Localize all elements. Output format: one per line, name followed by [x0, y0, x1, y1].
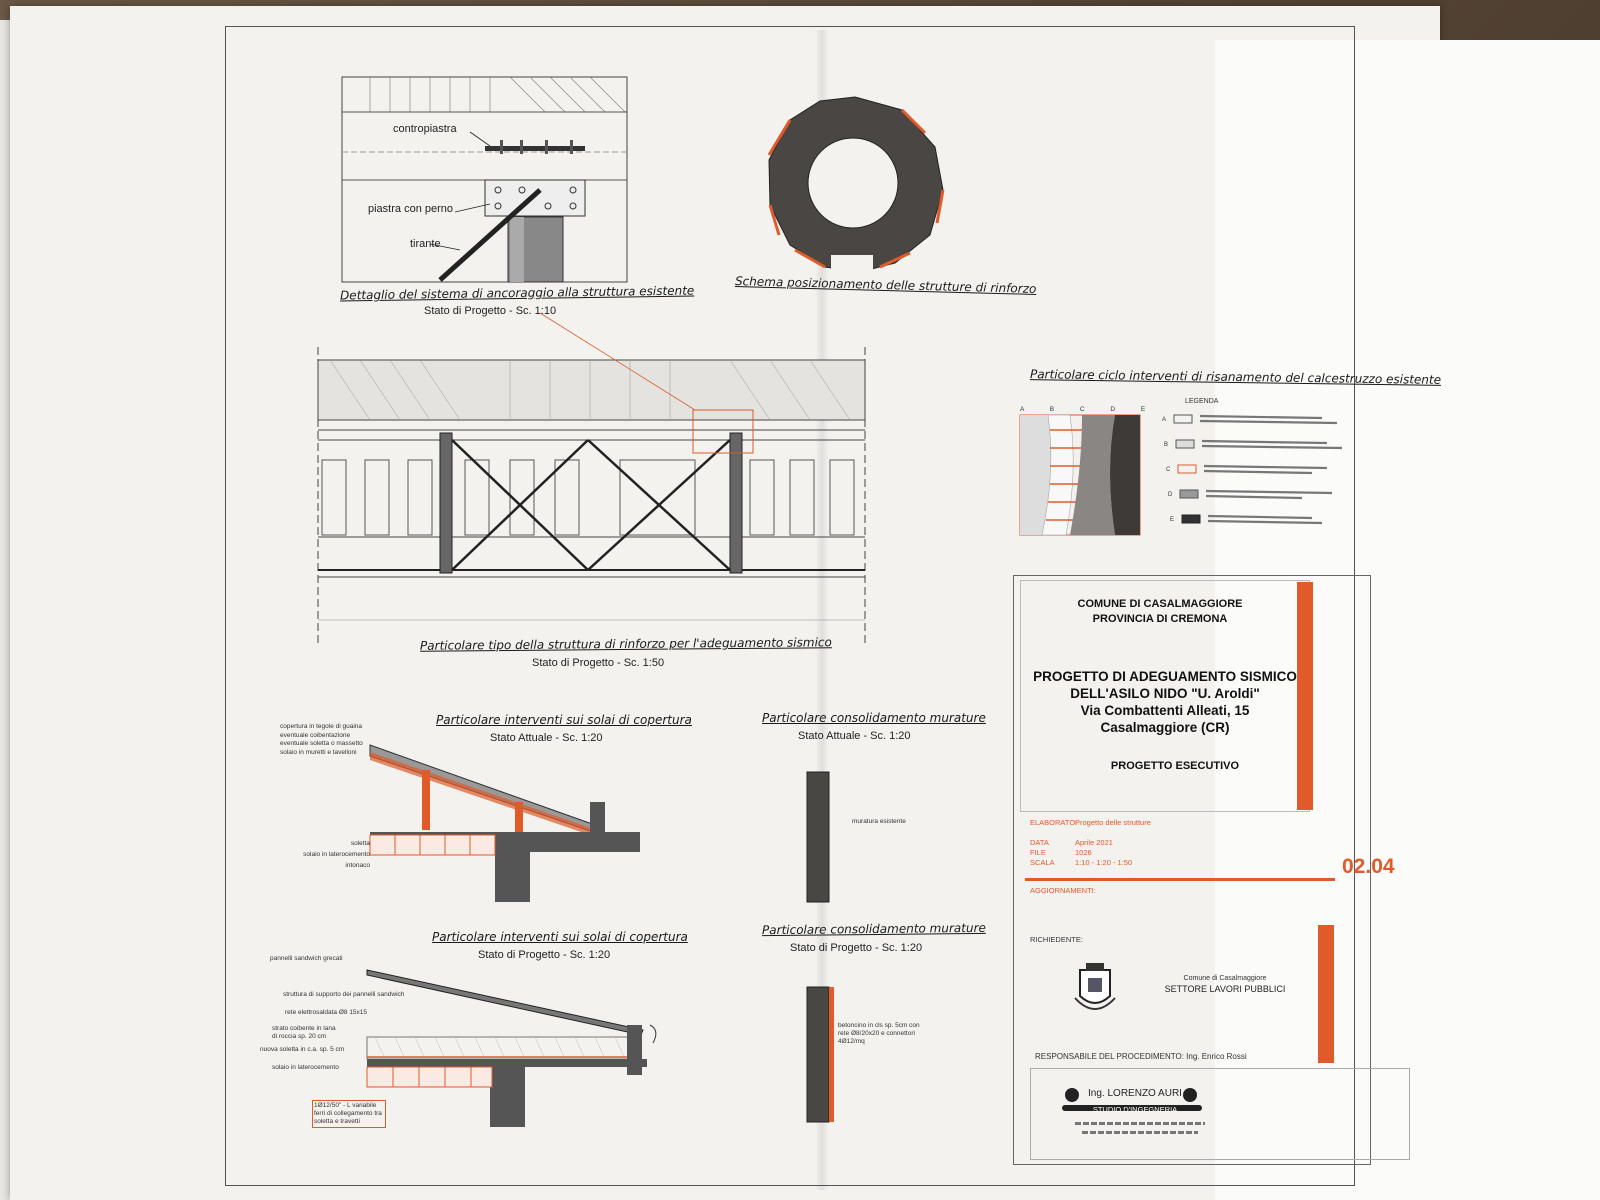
note-floor-tiles: solaio in muretti e tavelloni: [280, 748, 357, 756]
concrete-cycle-section: [1019, 414, 1141, 536]
label-counterplate: contropiastra: [393, 123, 457, 135]
svg-text:D: D: [1168, 492, 1173, 498]
office-line-1: Comune di Casalmaggiore: [1183, 975, 1267, 982]
drawing-sheet: [10, 6, 1440, 1200]
roof-current-section: [369, 744, 640, 902]
label-plate-with-pin: piastra con perno: [368, 203, 453, 215]
roof-current-notes-lower: soletta solaio in laterocemento intonaco: [300, 838, 370, 871]
reinforcement-elevation-drawing: [317, 312, 866, 645]
office-line-2: SETTORE LAVORI PUBBLICI: [1164, 984, 1286, 994]
sheet-number: 02.04: [1342, 855, 1395, 878]
note-sandwich-panels: pannelli sandwich grecati: [270, 955, 343, 962]
richiedente-label: RICHIEDENTE:: [1030, 935, 1083, 944]
responsabile-procedimento: RESPONSABILE DEL PROCEDIMENTO: Ing. Enri…: [1035, 1052, 1247, 1061]
note-panel-support: struttura di supporto dei pannelli sandw…: [283, 991, 405, 998]
data-label: DATA: [1030, 838, 1049, 847]
walls-project-section: [806, 986, 834, 1123]
svg-text:E: E: [1170, 517, 1174, 523]
note-laterocemento: solaio in laterocemento: [303, 851, 370, 858]
meta-values: Aprile 2021 1026 1:10 - 1:20 - 1:50: [1075, 838, 1132, 868]
note-connection-bars: 1Ø12/50" - L variabile ferri di collegam…: [312, 1100, 386, 1128]
roof-current-notes-upper: copertura in tegole di guaina eventuale …: [280, 723, 363, 757]
project-line-2: DELL'ASILO NIDO "U. Aroldi": [1070, 686, 1260, 701]
project-line-1: PROGETTO DI ADEGUAMENTO SISMICO: [1033, 669, 1297, 684]
aggiornamenti-label: AGGIORNAMENTI:: [1030, 886, 1096, 895]
walls-project-note: betoncino in cls sp. 5cm con rete Ø8/20x…: [838, 1022, 920, 1045]
note-rockwool: strato coibente in lana di roccia sp. 20…: [272, 1025, 336, 1040]
note-new-slab: nuova soletta in c.a. sp. 5 cm: [260, 1046, 345, 1053]
roof-project-scale: Stato di Progetto - Sc. 1:20: [478, 949, 611, 961]
drawing-frame: [225, 26, 1355, 1186]
elaborato-label: ELABORATO:: [1030, 818, 1078, 827]
studio-address-lines: [1075, 1122, 1205, 1125]
studio-contact-lines: [1082, 1131, 1198, 1134]
municipal-crest-icon: [1074, 963, 1116, 1010]
engineer-stamp-box: [1030, 1068, 1410, 1160]
concrete-legend-swatches: A B C D E: [1162, 414, 1343, 525]
walls-project-scale: Stato di Progetto - Sc. 1:20: [790, 942, 923, 954]
note-slab-screed: eventuale soletta o massetto: [280, 740, 363, 747]
province: PROVINCIA DI CREMONA: [1092, 613, 1228, 625]
project-title: PROGETTO DI ADEGUAMENTO SISMICO DELL'ASI…: [1020, 668, 1310, 736]
concrete-cycle-letters: A B C D E: [1020, 406, 1158, 413]
scala-value: 1:10 - 1:20 - 1:50: [1075, 858, 1133, 867]
orange-divider: [1025, 878, 1335, 881]
file-value: 1026: [1075, 848, 1092, 857]
walls-current-section: [806, 771, 830, 903]
orange-bar-top: [1297, 582, 1313, 810]
data-value: Aprile 2021: [1075, 838, 1113, 847]
roof-project-section: [366, 969, 657, 1127]
orange-bar-bottom: [1318, 925, 1334, 1063]
walls-project-title: Particolare consolidamento murature: [761, 920, 986, 938]
roof-current-scale: Stato Attuale - Sc. 1:20: [490, 732, 603, 744]
walls-current-scale: Stato Attuale - Sc. 1:20: [798, 730, 911, 742]
project-line-3: Via Combattenti Alleati, 15: [1080, 703, 1250, 718]
concrete-legend-title: LEGENDA: [1185, 398, 1219, 405]
anchorage-detail-scale: Stato di Progetto - Sc. 1:10: [424, 305, 557, 317]
anchorage-detail-drawing: [341, 76, 628, 283]
note-welded-mesh: rete elettrosaldata Ø8 15x15: [285, 1009, 368, 1016]
note-laterocemento-project: solaio in laterocemento: [272, 1064, 339, 1071]
studio-name: STUDIO D'INGEGNERIA: [1092, 1105, 1178, 1114]
engineer-logo-icon: [1062, 1088, 1202, 1111]
project-line-4: Casalmaggiore (CR): [1100, 720, 1230, 735]
note-insulation: eventuale coibentazione: [280, 731, 351, 739]
meta-labels: DATA FILE SCALA: [1030, 838, 1055, 868]
engineer-name: Ing. LORENZO AURI: [1088, 1088, 1182, 1099]
svg-text:A: A: [1162, 417, 1166, 423]
file-label: FILE: [1030, 848, 1046, 857]
ring-positioning-diagram: [767, 96, 945, 273]
municipality: COMUNE DI CASALMAGGIORE: [1077, 598, 1243, 610]
elaborato-value: Progetto delle strutture: [1075, 818, 1151, 827]
walls-current-note: muratura esistente: [852, 818, 906, 825]
svg-text:C: C: [1166, 467, 1171, 473]
roof-project-title: Particolare interventi sui solai di cope…: [432, 930, 688, 944]
scala-label: SCALA: [1030, 858, 1055, 867]
roof-current-title: Particolare interventi sui solai di cope…: [436, 713, 692, 727]
note-intonaco: intonaco: [345, 862, 370, 869]
svg-text:B: B: [1164, 442, 1168, 448]
note-soletta: soletta: [350, 840, 370, 847]
sheet-right-panel: [1215, 40, 1600, 1200]
walls-current-title: Particolare consolidamento murature: [762, 711, 986, 725]
note-roof-covering: copertura in tegole di guaina: [280, 723, 363, 730]
title-block: [1013, 575, 1371, 1165]
project-phase: PROGETTO ESECUTIVO: [1110, 760, 1240, 772]
reinforcement-scale: Stato di Progetto - Sc. 1:50: [532, 657, 665, 669]
label-tie-rod: tirante: [410, 238, 441, 250]
